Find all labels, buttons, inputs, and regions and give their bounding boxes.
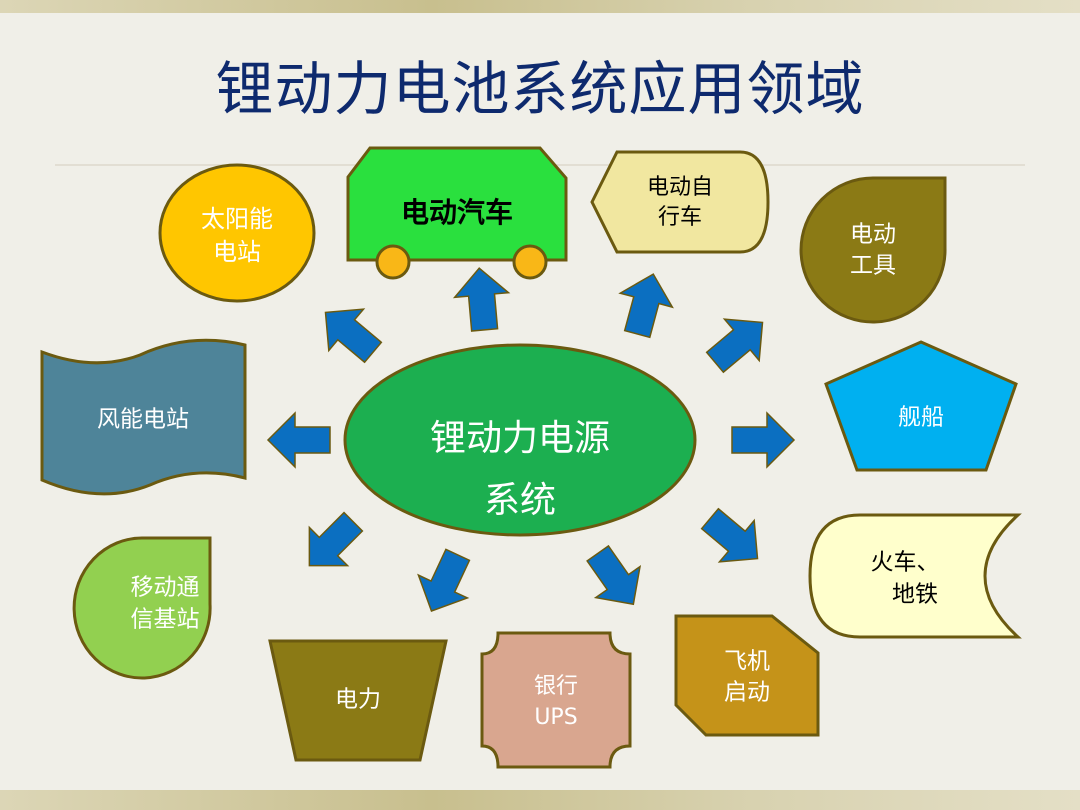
center-label-1: 锂动力电源 — [430, 418, 610, 459]
node-label: 电动汽车 — [401, 196, 513, 229]
node-train: 火车、 地铁 — [808, 513, 1022, 639]
node-label: 地铁 — [892, 582, 938, 608]
wheel-icon — [512, 244, 548, 280]
node-ship: 舰船 — [824, 340, 1018, 472]
node-car: 电动汽车 — [346, 146, 568, 280]
arrow-icon-bike — [610, 266, 681, 342]
node-center: 锂动力电源 系统 — [343, 343, 697, 537]
node-label: 飞机 — [724, 649, 770, 675]
arrow-icon-plane — [574, 537, 657, 621]
node-label: 启动 — [724, 680, 770, 706]
node-power: 电力 — [268, 639, 448, 762]
node-label: 工具 — [850, 253, 896, 279]
node-label: 电力 — [335, 687, 381, 713]
top-decor-bar — [0, 0, 1080, 13]
node-label: 火车、 — [871, 550, 940, 576]
node-mobile: 移动通 信基站 — [72, 536, 212, 680]
arrow-icon-tools — [696, 300, 781, 384]
node-label: 太阳能 — [201, 205, 273, 233]
node-label: 信基站 — [131, 607, 200, 633]
node-label: 移动通 — [131, 575, 200, 601]
node-bike: 电动自 行车 — [590, 150, 770, 254]
node-solar: 太阳能 电站 — [158, 163, 316, 303]
arrow-icon-power — [406, 542, 483, 624]
node-label: 行车 — [658, 205, 702, 230]
arrow-icon-ship — [731, 412, 795, 468]
node-label: 舰船 — [898, 405, 944, 431]
node-label: UPS — [534, 705, 577, 730]
node-label: 银行 — [534, 674, 578, 699]
node-label: 风能电站 — [97, 407, 189, 433]
arrow-icon-wind — [267, 412, 331, 468]
node-label: 电站 — [213, 238, 261, 266]
center-label-2: 系统 — [484, 480, 556, 521]
arrow-icon-car — [451, 265, 513, 333]
bottom-decor-bar — [0, 790, 1080, 810]
node-wind: 风能电站 — [40, 338, 247, 496]
arrow-icon-train — [691, 497, 776, 581]
node-label: 电动 — [850, 222, 896, 248]
arrow-icon-mobile — [289, 501, 374, 586]
node-label: 电动自 — [647, 175, 713, 200]
wheel-icon — [375, 244, 411, 280]
node-tools: 电动 工具 — [799, 176, 947, 324]
node-plane: 飞机 启动 — [674, 614, 820, 737]
node-bank: 银行 UPS — [480, 631, 632, 769]
slide-title: 锂动力电池系统应用领域 — [215, 55, 865, 123]
arrow-icon-solar — [307, 290, 392, 374]
